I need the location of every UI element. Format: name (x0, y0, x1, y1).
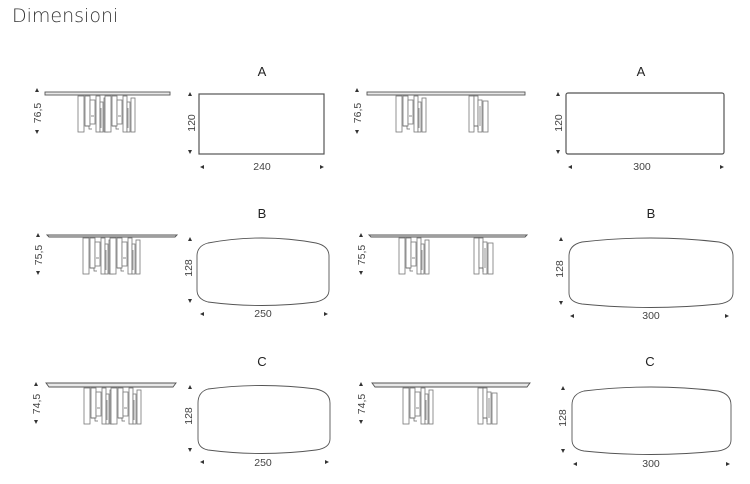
side-view-b-250: 75,5 (33, 233, 179, 275)
side-view-b-300: 75,5 (356, 233, 529, 275)
depth-label: 120 (186, 114, 198, 132)
side-view-a-300: 76,5 (352, 88, 526, 134)
plan-view-b-250: B 128 250 (183, 206, 330, 320)
row-c: 74,5 C 128 250 74,5 C 128 (31, 354, 732, 470)
row-b: 75,5 B 128 250 75,5 B 128 (33, 206, 734, 322)
depth-label: 128 (554, 260, 566, 278)
depth-label: 120 (553, 114, 565, 132)
variant-label: C (257, 354, 266, 369)
width-label: 300 (642, 458, 660, 470)
depth-label: 128 (183, 407, 195, 425)
page-title: Dimensioni (12, 5, 119, 27)
width-label: 300 (633, 161, 651, 173)
height-label: 76,5 (32, 103, 44, 124)
height-label: 74,5 (31, 394, 43, 415)
plan-view-b-300: B 128 300 (554, 206, 734, 322)
variant-label: A (637, 64, 646, 79)
width-label: 250 (254, 457, 272, 469)
row-a: 76,5 A 120 240 76,5 A (32, 64, 725, 173)
side-view-c-300: 74,5 (356, 382, 531, 425)
height-label: 75,5 (356, 245, 368, 266)
side-view-c-250: 74,5 (31, 382, 177, 425)
height-label: 76,5 (352, 103, 364, 124)
depth-label: 128 (183, 259, 195, 277)
width-label: 300 (642, 310, 660, 322)
variant-label: B (258, 206, 267, 221)
plan-view-a-300: A 120 300 (553, 64, 725, 173)
variant-label: B (647, 206, 656, 221)
plan-view-c-250: C 128 250 (183, 354, 331, 469)
depth-label: 128 (557, 409, 569, 427)
width-label: 250 (254, 308, 272, 320)
height-label: 74,5 (356, 394, 368, 415)
variant-label: C (645, 354, 654, 369)
width-label: 240 (253, 161, 271, 173)
plan-view-c-300: C 128 300 (557, 354, 732, 470)
plan-view-a-240: A 120 240 (186, 64, 325, 173)
height-label: 75,5 (33, 245, 45, 266)
variant-label: A (258, 64, 267, 79)
side-view-a-240: 76,5 (32, 88, 171, 134)
